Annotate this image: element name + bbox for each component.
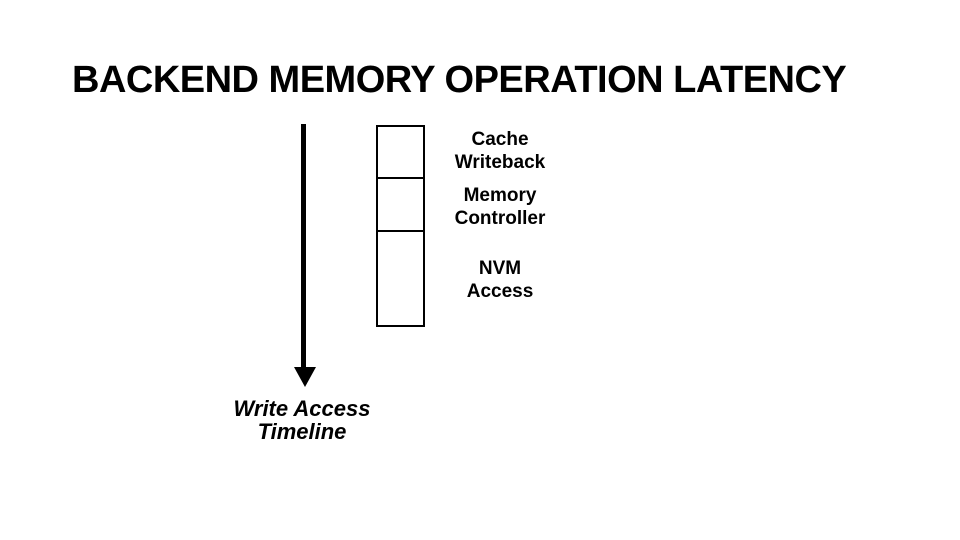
stage-box-divider-1 (378, 177, 423, 179)
slide-title: BACKEND MEMORY OPERATION LATENCY (72, 59, 847, 101)
stage-box-divider-2 (378, 230, 423, 232)
stage-label-memory-controller: Memory Controller (454, 185, 546, 229)
timeline-caption: Write Access Timeline (233, 396, 371, 444)
stage-label-cache-writeback: Cache Writeback (454, 129, 546, 173)
stage-label-nvm-access: NVM Access (466, 258, 534, 302)
timeline-arrow-shaft (301, 124, 306, 368)
arrow-down-icon (294, 367, 316, 387)
latency-stage-box-stack (376, 125, 425, 327)
